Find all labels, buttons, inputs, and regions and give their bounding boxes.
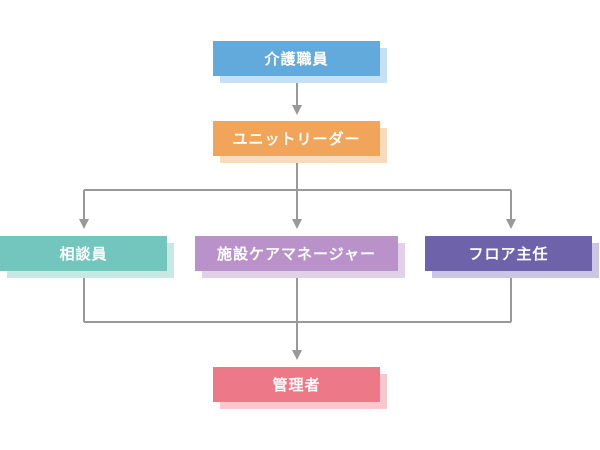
node-label-care-staff: 介護職員 <box>213 41 380 76</box>
node-floor-chief: フロア主任 <box>425 236 599 278</box>
node-label-unit-leader: ユニットリーダー <box>213 121 380 156</box>
node-label-counselor: 相談員 <box>0 236 167 271</box>
node-care-manager: 施設ケアマネージャー <box>195 236 405 278</box>
node-label-care-manager: 施設ケアマネージャー <box>195 236 398 271</box>
node-manager: 管理者 <box>213 367 387 409</box>
node-counselor: 相談員 <box>0 236 174 278</box>
node-unit-leader: ユニットリーダー <box>213 121 387 163</box>
node-label-manager: 管理者 <box>213 367 380 402</box>
node-care-staff: 介護職員 <box>213 41 387 83</box>
node-label-floor-chief: フロア主任 <box>425 236 592 271</box>
